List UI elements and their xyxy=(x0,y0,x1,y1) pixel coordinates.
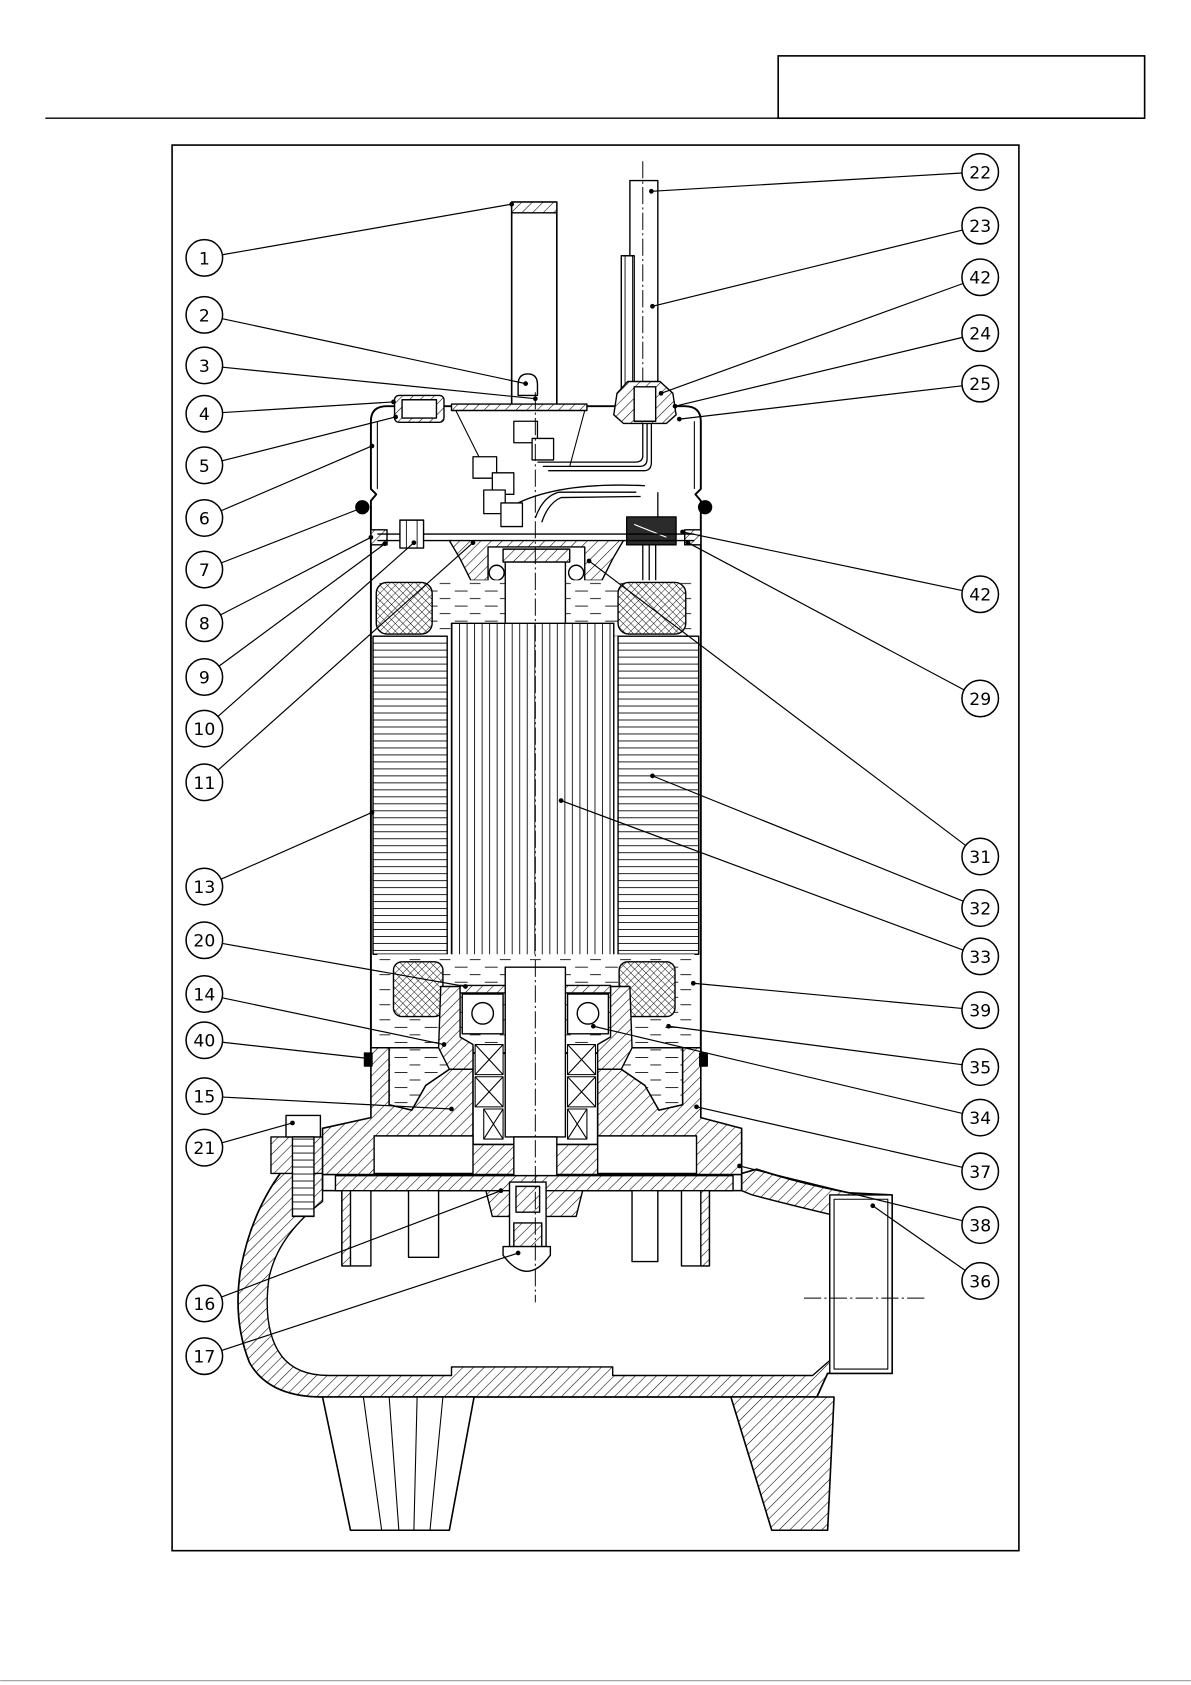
callout-number: 39 xyxy=(969,1002,991,1022)
callout-number: 15 xyxy=(193,1088,215,1108)
callout-number: 34 xyxy=(969,1109,991,1129)
leader-point xyxy=(290,1121,295,1126)
callout-number: 8 xyxy=(199,615,210,635)
callout-number: 6 xyxy=(199,509,210,529)
leader-point xyxy=(677,417,682,422)
callout-number: 13 xyxy=(193,878,215,898)
leader-point xyxy=(680,530,685,535)
leader-point xyxy=(666,1024,671,1029)
leader-point xyxy=(533,396,538,401)
callout-number: 40 xyxy=(193,1032,215,1052)
leader-point xyxy=(523,381,528,386)
leader-point xyxy=(356,507,361,512)
leader-point xyxy=(393,415,398,420)
leader-point xyxy=(650,774,655,779)
callout-number: 25 xyxy=(969,375,991,395)
leader-point xyxy=(412,540,417,545)
rotor xyxy=(452,623,614,967)
leader-point xyxy=(366,1056,371,1061)
callout-number: 17 xyxy=(193,1348,215,1368)
callout-number: 5 xyxy=(199,457,210,477)
callout-number: 24 xyxy=(969,325,991,345)
leader-point xyxy=(659,391,664,396)
leader-point xyxy=(870,1203,875,1208)
callout-number: 29 xyxy=(969,690,991,710)
leader-point xyxy=(559,798,564,803)
callout-number: 16 xyxy=(193,1295,215,1315)
leader-point xyxy=(391,400,396,405)
cable-gland xyxy=(614,381,676,423)
callout-number: 2 xyxy=(199,306,210,326)
leader-point xyxy=(383,541,388,546)
callout-number: 31 xyxy=(969,848,991,868)
o-ring xyxy=(700,1053,708,1066)
callout-number: 4 xyxy=(199,405,210,425)
callout-number: 21 xyxy=(193,1139,215,1159)
impeller-vane xyxy=(632,1191,658,1262)
leader-point xyxy=(591,1024,596,1029)
leader-point xyxy=(694,1104,699,1109)
callout-number: 37 xyxy=(969,1163,991,1183)
callout-number: 10 xyxy=(193,720,215,740)
callout-number: 3 xyxy=(199,357,210,377)
leader-point xyxy=(516,1251,521,1256)
o-ring xyxy=(699,501,712,514)
leader-point xyxy=(673,404,678,409)
leader-point xyxy=(442,1042,447,1047)
callout-number: 11 xyxy=(193,774,215,794)
callout-number: 1 xyxy=(199,249,210,269)
leader-point xyxy=(449,1107,454,1112)
leader-point xyxy=(509,202,514,207)
cover-plug xyxy=(395,395,444,422)
leader-point xyxy=(369,535,374,540)
callout-number: 14 xyxy=(193,985,215,1005)
callout-number: 42 xyxy=(969,586,991,606)
leader-point xyxy=(471,540,476,545)
leader-point xyxy=(587,559,592,564)
callout-number: 23 xyxy=(969,217,991,237)
callout-number: 7 xyxy=(199,561,210,581)
leader-point xyxy=(463,984,468,989)
callout-number: 20 xyxy=(193,932,215,952)
callout-number: 38 xyxy=(969,1217,991,1237)
leader-point xyxy=(649,189,654,194)
leader-point xyxy=(737,1164,742,1169)
impeller-nut xyxy=(503,1182,550,1271)
leader-point xyxy=(499,1188,504,1193)
leader-point xyxy=(691,981,696,986)
callout-number: 22 xyxy=(969,163,991,183)
winding-head xyxy=(376,582,432,634)
leader-point xyxy=(370,444,375,449)
callout-number: 32 xyxy=(969,899,991,919)
leader-point xyxy=(650,304,655,309)
winding-head xyxy=(393,962,442,1017)
callout-number: 35 xyxy=(969,1059,991,1079)
callout-number: 42 xyxy=(969,269,991,289)
leader-point xyxy=(370,810,375,815)
callout-number: 36 xyxy=(969,1272,991,1292)
leader-point xyxy=(686,540,691,545)
callout-number: 33 xyxy=(969,948,991,968)
callout-number: 9 xyxy=(199,668,210,688)
